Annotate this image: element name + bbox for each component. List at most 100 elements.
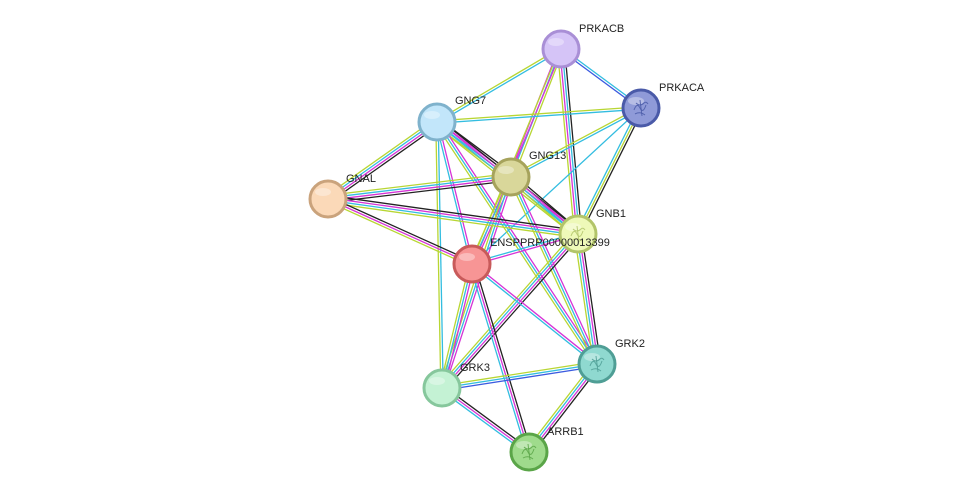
edge-line-magenta: [471, 263, 530, 453]
edge-gng13-grk2[interactable]: [508, 175, 600, 366]
node-circle: [491, 157, 531, 197]
edge-gng7-enspprp[interactable]: [435, 121, 474, 265]
node-label: ENSPPRP00000013399: [490, 237, 610, 249]
node-gng13[interactable]: GNG13: [491, 150, 566, 197]
edge-line-yellowgreen: [326, 200, 472, 267]
edge-line-cyan: [511, 108, 642, 179]
edge-prkaca-enspprp[interactable]: [471, 107, 642, 265]
edge-gng7-grk3[interactable]: [435, 121, 444, 389]
edge-line-magenta: [328, 122, 439, 201]
edge-line-cyan: [436, 121, 598, 365]
node-circle: [452, 244, 492, 284]
node-gnal[interactable]: GNAL: [308, 173, 376, 219]
edge-gnb1-grk2[interactable]: [573, 233, 602, 365]
edge-gng13-gnal[interactable]: [327, 172, 512, 204]
node-highlight: [584, 353, 600, 361]
edge-line-cyan: [326, 120, 437, 199]
edge-line-yellowgreen: [510, 106, 641, 177]
edge-prkacb-gng7[interactable]: [436, 47, 562, 124]
protein-structure-icon: [521, 443, 537, 461]
edge-line-black: [473, 263, 532, 452]
node-highlight: [628, 97, 644, 105]
edge-line-magenta: [442, 234, 580, 390]
node-grk2[interactable]: GRK2: [577, 338, 645, 384]
edge-gnb1-grk3[interactable]: [438, 231, 582, 391]
edge-line-black: [328, 194, 579, 232]
node-label: GNG13: [529, 150, 566, 162]
edge-line-yellowgreen: [435, 122, 442, 389]
edge-line-yellowgreen: [556, 49, 576, 235]
node-label: ARRB1: [547, 426, 584, 438]
node-grk3[interactable]: GRK3: [422, 362, 490, 408]
node-gng7[interactable]: GNG7: [417, 95, 486, 142]
edge-layer: [325, 47, 644, 455]
node-circle: [417, 102, 457, 142]
edge-line-cyan: [437, 121, 444, 388]
node-highlight: [459, 253, 475, 261]
edge-line-magenta: [443, 177, 514, 389]
edge-line-magenta: [437, 121, 474, 264]
node-highlight: [498, 166, 514, 174]
edge-line-yellowgreen: [577, 107, 642, 235]
node-label: PRKACA: [659, 82, 705, 94]
edge-line-magenta: [328, 197, 579, 234]
node-circle: [541, 29, 581, 69]
edge-line-black: [328, 196, 474, 263]
node-highlight: [315, 188, 331, 196]
edge-gng7-gnal[interactable]: [325, 118, 440, 203]
edge-line-yellowgreen: [439, 263, 471, 388]
edge-gnal-gnb1[interactable]: [327, 194, 579, 239]
node-highlight: [516, 441, 532, 449]
edge-gng7-grk2[interactable]: [434, 120, 600, 366]
node-highlight: [424, 111, 440, 119]
protein-structure-icon: [570, 225, 586, 243]
edge-line-yellowgreen: [325, 118, 436, 197]
edge-line-magenta: [472, 262, 599, 364]
node-prkaca[interactable]: PRKACA: [621, 82, 705, 128]
edge-line-cyan: [575, 106, 640, 234]
edge-line-black: [580, 233, 602, 364]
node-label: GRK2: [615, 338, 645, 350]
edge-line-cyan: [435, 122, 472, 265]
node-enspprp[interactable]: ENSPPRP00000013399: [452, 237, 610, 284]
protein-structure-icon: [589, 355, 605, 373]
edge-line-yellowgreen: [436, 106, 641, 122]
edge-enspprp-grk2[interactable]: [470, 262, 599, 366]
edge-line-magenta: [578, 233, 599, 364]
edge-prkaca-gng13[interactable]: [510, 106, 642, 179]
node-arrb1[interactable]: ARRB1: [509, 426, 584, 472]
edge-line-magenta: [438, 120, 600, 364]
edge-grk2-grk3[interactable]: [441, 360, 598, 392]
edge-line-yellowgreen: [441, 360, 597, 387]
edge-line-yellowgreen: [327, 172, 511, 197]
edge-line-black: [563, 48, 583, 234]
edge-line-cyan: [437, 49, 562, 124]
edge-prkacb-gnb1[interactable]: [556, 48, 583, 235]
node-label: GNG7: [455, 95, 486, 107]
node-prkacb[interactable]: PRKACB: [541, 23, 624, 69]
edge-line-cyan: [327, 175, 511, 199]
edge-line-magenta: [443, 264, 475, 389]
edge-line-yellowgreen: [508, 177, 596, 366]
edge-enspprp-grk3[interactable]: [439, 263, 475, 389]
node-highlight: [565, 223, 581, 231]
edge-enspprp-arrb1[interactable]: [469, 263, 532, 453]
node-label: GNAL: [346, 173, 376, 185]
edge-line-cyan: [327, 199, 578, 236]
edge-line-magenta: [559, 49, 578, 235]
edge-prkaca-gnb1[interactable]: [575, 106, 644, 236]
edge-prkaca-gng7[interactable]: [436, 106, 642, 124]
edge-line-yellowgreen: [434, 122, 596, 366]
node-label: PRKACB: [579, 23, 624, 35]
node-highlight: [429, 377, 445, 385]
edge-line-black: [444, 235, 582, 391]
edge-line-cyan: [471, 107, 642, 265]
node-gnb1[interactable]: GNB1: [558, 208, 626, 254]
node-label: GRK3: [460, 362, 490, 374]
edge-line-cyan: [441, 363, 598, 389]
edge-gnal-enspprp[interactable]: [326, 196, 474, 267]
node-circle: [422, 368, 462, 408]
